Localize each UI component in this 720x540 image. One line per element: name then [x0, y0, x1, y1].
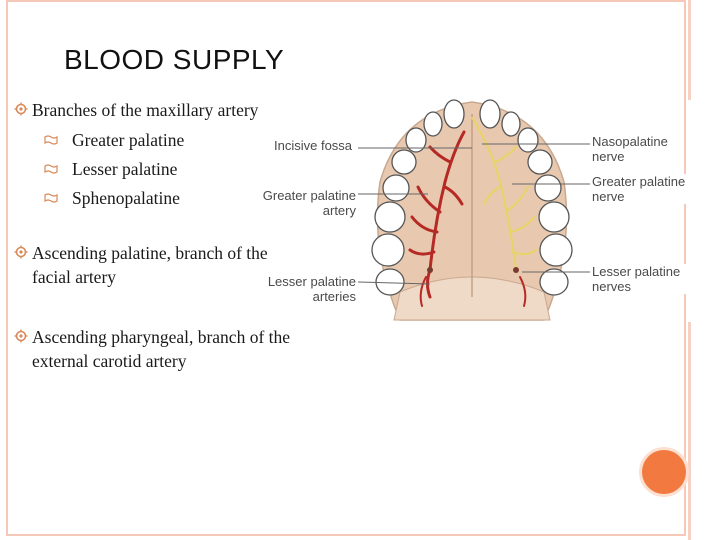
label-nasopalatine-nerve: Nasopalatine nerve — [592, 134, 682, 164]
scroll-bullet-icon — [44, 193, 58, 203]
palate-anatomy-figure: Incisive fossa Greater palatine artery L… — [250, 92, 700, 332]
bullet-list: Branches of the maxillary artery Greater… — [12, 98, 302, 375]
gear-bullet-icon — [14, 329, 28, 343]
slide-title: BLOOD SUPPLY — [64, 44, 285, 75]
bullet-text: Ascending palatine, branch of the facial… — [32, 243, 268, 287]
scroll-bullet-icon — [44, 164, 58, 174]
sub-bullet-list: Greater palatine Lesser palatine Sphenop… — [32, 126, 302, 213]
label-lesser-palatine-arteries: Lesser palatine arteries — [258, 274, 356, 304]
bullet-text: Ascending pharyngeal, branch of the exte… — [32, 327, 291, 371]
label-greater-palatine-nerve: Greater palatine nerve — [592, 174, 698, 204]
gear-bullet-icon — [14, 245, 28, 259]
sub-bullet-text: Sphenopalatine — [72, 188, 180, 208]
bullet-item: Ascending palatine, branch of the facial… — [12, 241, 302, 289]
label-incisive-fossa: Incisive fossa — [274, 138, 353, 153]
sub-bullet-item: Greater palatine — [44, 126, 302, 155]
sub-bullet-item: Sphenopalatine — [44, 184, 302, 213]
sub-bullet-text: Lesser palatine — [72, 159, 178, 179]
side-accent-bar — [688, 322, 691, 540]
bullet-text: Branches of the maxillary artery — [32, 100, 259, 120]
label-lesser-palatine-nerves: Lesser palatine nerves — [592, 264, 692, 294]
palate-illustration — [357, 99, 590, 321]
bullet-item: Ascending pharyngeal, branch of the exte… — [12, 325, 302, 373]
gear-bullet-icon — [14, 102, 28, 116]
side-accent-bar — [688, 0, 691, 100]
sub-bullet-text: Greater palatine — [72, 130, 185, 150]
scroll-bullet-icon — [44, 135, 58, 145]
label-greater-palatine-artery: Greater palatine artery — [252, 188, 356, 218]
decorative-circle — [642, 450, 686, 494]
bullet-item: Branches of the maxillary artery Greater… — [12, 98, 302, 213]
sub-bullet-item: Lesser palatine — [44, 155, 302, 184]
